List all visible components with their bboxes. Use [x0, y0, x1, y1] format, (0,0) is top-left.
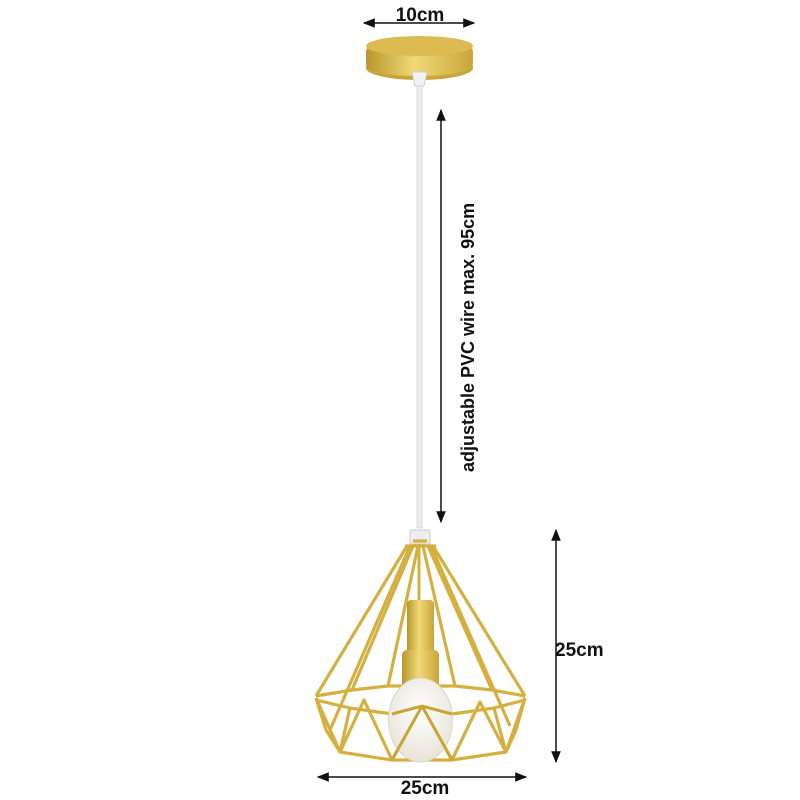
shade-height-label: 25cm — [555, 640, 604, 661]
pvc-wire — [416, 85, 423, 529]
cage-front-wires — [390, 704, 454, 761]
wire-length-label: adjustable PVC wire max. 95cm — [458, 202, 478, 472]
lamp-holder — [402, 544, 439, 690]
light-bulb — [388, 677, 453, 763]
diamond-cage-shade — [314, 529, 527, 762]
canopy-width-label: 10cm — [395, 5, 445, 26]
ceiling-canopy — [366, 36, 473, 87]
shade-width-label: 25cm — [400, 778, 450, 799]
